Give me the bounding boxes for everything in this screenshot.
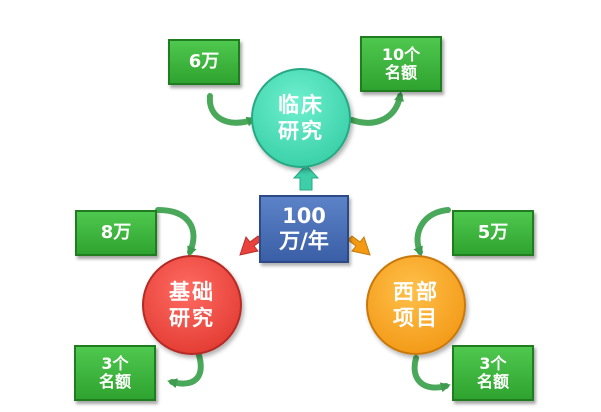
loop-arrow-basic-bottom (167, 349, 204, 389)
clinical-fund-label: 6万 (188, 50, 220, 72)
loop-arrow-basic-top (155, 207, 197, 257)
west-quota-box: 3个 名额 (452, 345, 534, 401)
west-fund-label: 5万 (477, 221, 509, 243)
clinical-quota-count: 10个 (381, 44, 421, 64)
center-budget-box: 100 万/年 (259, 195, 349, 263)
loop-arrow-clinical-right (349, 91, 405, 126)
west-line1: 西部 (393, 278, 439, 304)
clinical-quota-unit: 名额 (384, 63, 417, 82)
basic-research-node: 基础 研究 (142, 255, 242, 355)
arrow-to-west (347, 235, 371, 256)
west-project-node: 西部 项目 (366, 255, 466, 355)
clinical-line2: 研究 (278, 118, 324, 143)
west-fund-box: 5万 (452, 210, 534, 256)
basic-fund-box: 8万 (75, 210, 157, 256)
basic-quota-box: 3个 名额 (74, 345, 156, 401)
loop-arrow-west-bottom (411, 355, 451, 393)
west-line2: 项目 (393, 305, 439, 330)
west-quota-unit: 名额 (476, 372, 509, 391)
clinical-line1: 临床 (278, 91, 324, 117)
basic-line2: 研究 (169, 305, 215, 330)
arrow-to-clinical (292, 164, 320, 191)
center-budget-unit: 万/年 (279, 229, 329, 253)
center-budget-amount: 100 (282, 203, 326, 228)
basic-quota-count: 3个 (101, 353, 129, 373)
basic-line1: 基础 (169, 278, 215, 304)
arrow-to-basic (239, 235, 263, 256)
clinical-research-node: 临床 研究 (251, 68, 351, 168)
west-quota-count: 3个 (479, 353, 507, 373)
basic-fund-label: 8万 (100, 221, 132, 243)
clinical-fund-box: 6万 (168, 39, 240, 85)
loop-arrow-clinical-left (206, 93, 257, 127)
basic-quota-unit: 名额 (98, 372, 131, 391)
clinical-quota-box: 10个 名额 (360, 36, 442, 92)
loop-arrow-west-top (413, 207, 451, 257)
